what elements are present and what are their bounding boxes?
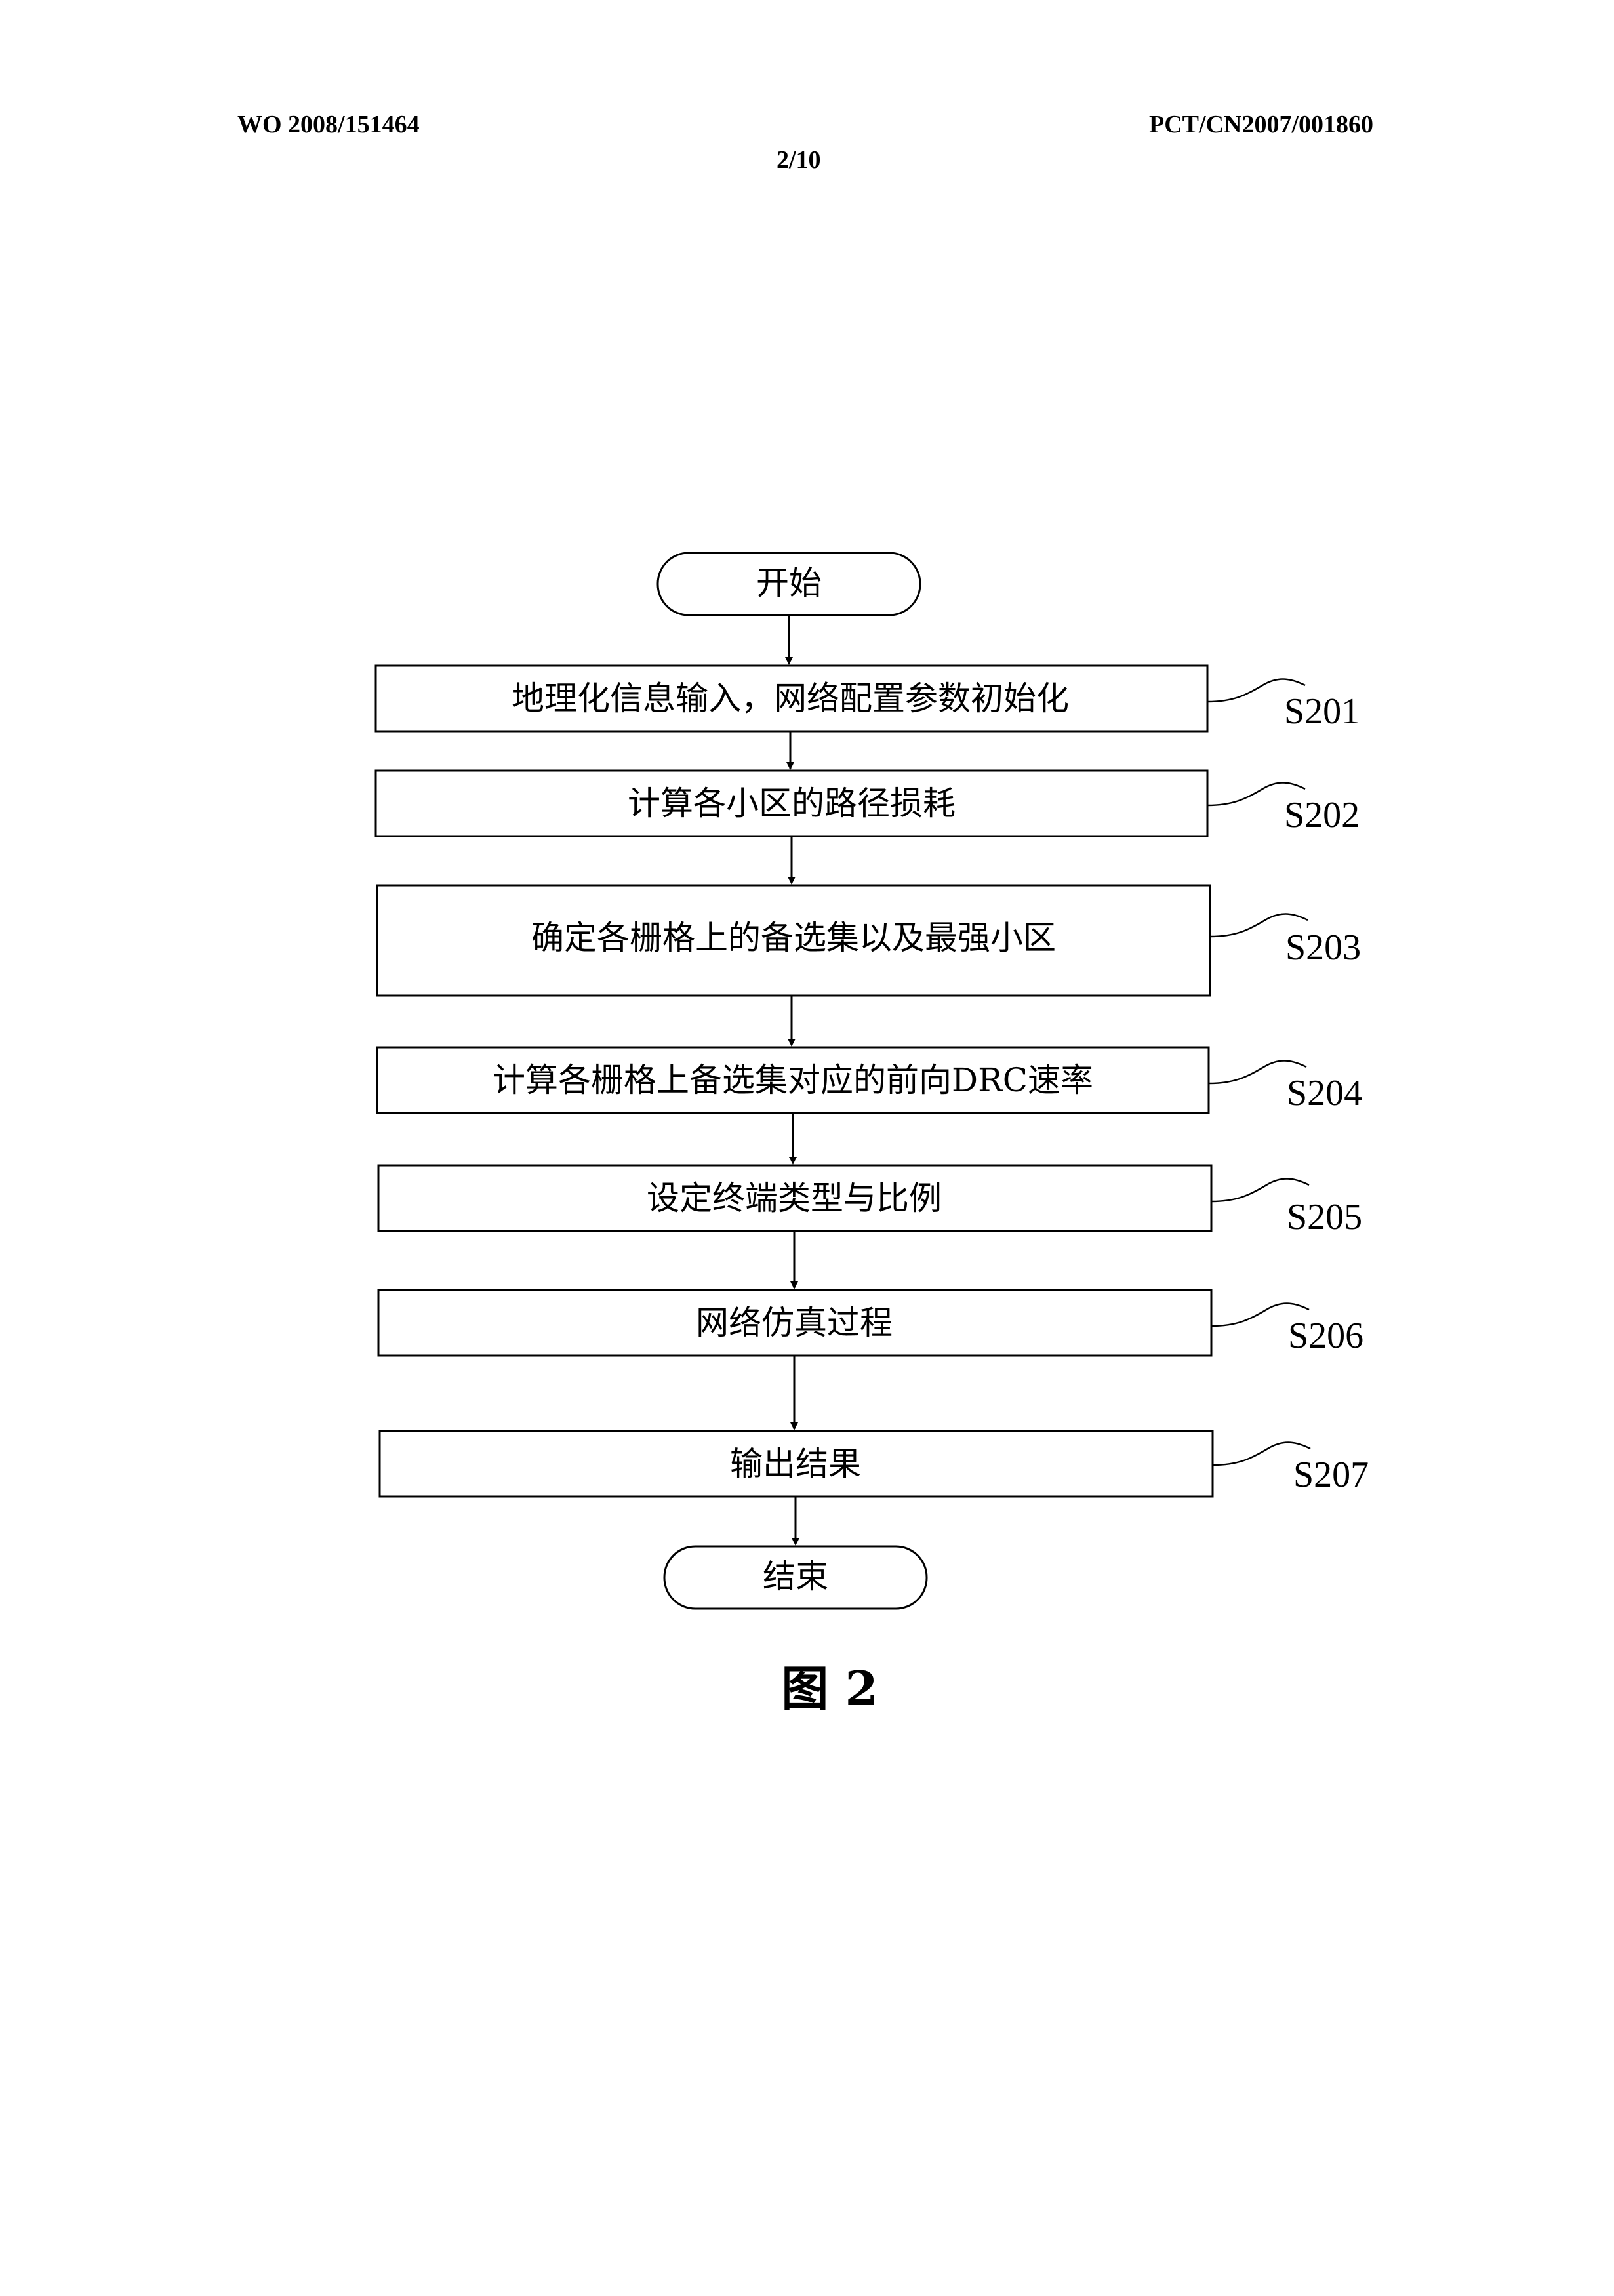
start-label: 开始 <box>756 564 822 602</box>
step-label-s203: S203 <box>1285 927 1361 968</box>
step-label-s207: S207 <box>1293 1455 1369 1495</box>
figure-caption: 图 2 <box>781 1661 878 1716</box>
step-label-s205: S205 <box>1287 1197 1362 1238</box>
step-label-s202: S202 <box>1284 795 1360 836</box>
end-label: 结束 <box>763 1558 828 1596</box>
step-text-s202: 计算各小区的路径损耗 <box>628 784 956 822</box>
step-label-s204: S204 <box>1287 1073 1362 1114</box>
step-text-s205: 设定终端类型与比例 <box>647 1179 942 1217</box>
step-text-s201: 地理化信息输入，网络配置参数初始化 <box>512 679 1069 717</box>
step-label-s201: S201 <box>1284 691 1360 732</box>
step-text-s204: 计算各栅格上备选集对应的前向DRC速率 <box>493 1061 1093 1099</box>
step-text-s203: 确定各栅格上的备选集以及最强小区 <box>531 919 1056 957</box>
step-label-s206: S206 <box>1288 1316 1363 1356</box>
step-text-s206: 网络仿真过程 <box>696 1304 893 1342</box>
step-text-s207: 输出结果 <box>730 1445 861 1483</box>
